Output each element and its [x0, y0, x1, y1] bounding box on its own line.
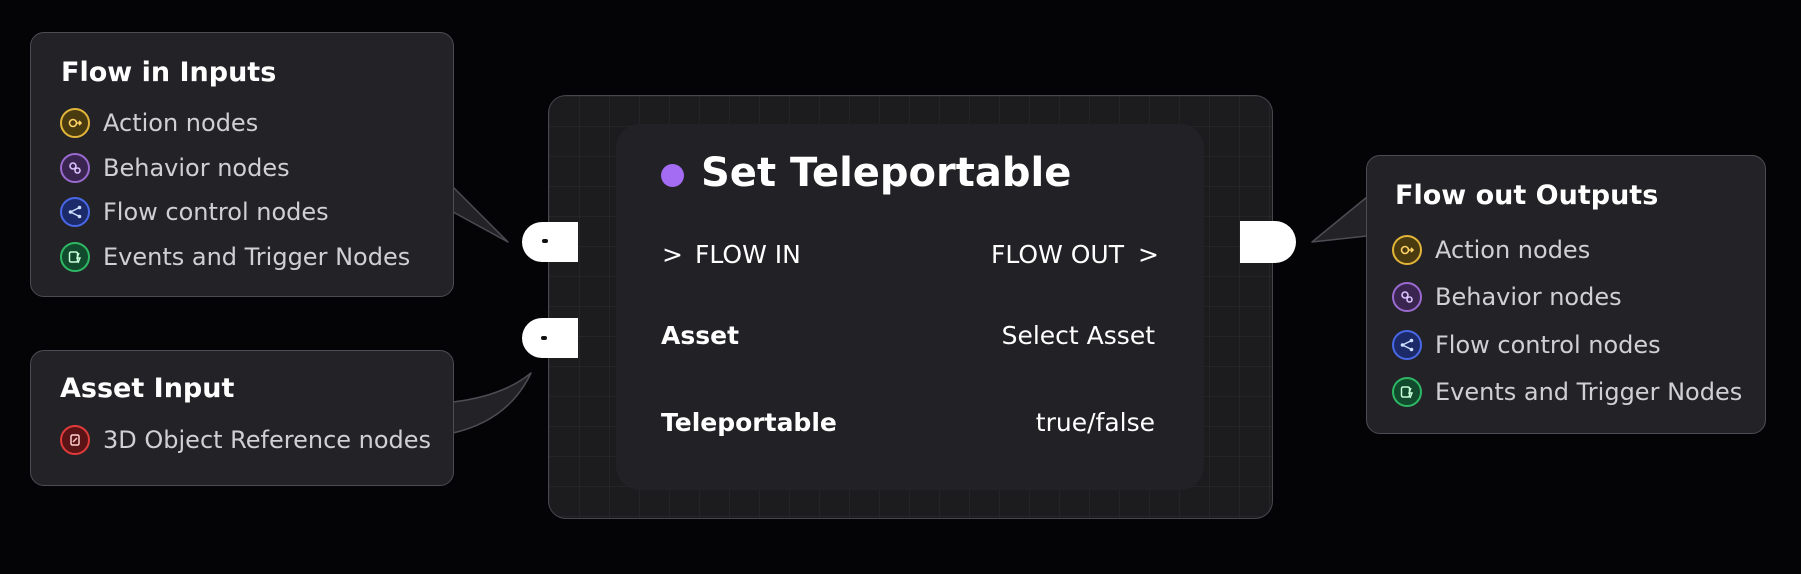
asset-input-port[interactable]	[522, 318, 578, 358]
teleportable-row-value[interactable]: true/false	[1035, 408, 1155, 437]
flow-in-inputs-callout: Flow in Inputs Action nodes Behavior nod…	[30, 32, 454, 297]
list-item: Flow control nodes	[1392, 321, 1742, 369]
events-trigger-icon	[60, 241, 90, 272]
list-item-label: Behavior nodes	[103, 153, 290, 182]
flow-in-port[interactable]	[522, 222, 578, 262]
port-connector-dot	[541, 336, 547, 340]
flow-in-pointer	[452, 186, 509, 243]
list-item-label: Behavior nodes	[1435, 283, 1622, 312]
asset-input-pointer	[452, 372, 532, 434]
flow-control-icon	[60, 197, 90, 228]
events-trigger-icon	[1392, 377, 1422, 408]
list-item-label: Flow control nodes	[1435, 330, 1661, 359]
flow-out-port[interactable]	[1240, 221, 1296, 263]
asset-input-callout: Asset Input 3D Object Reference nodes	[30, 350, 454, 486]
action-icon	[1392, 234, 1422, 265]
list-item: Events and Trigger Nodes	[60, 235, 410, 280]
flow-out-outputs-title: Flow out Outputs	[1395, 180, 1659, 211]
asset-input-list: 3D Object Reference nodes	[60, 418, 431, 463]
flow-control-icon	[1392, 329, 1422, 360]
node-title: Set Teleportable	[701, 150, 1072, 196]
asset-row-value[interactable]: Select Asset	[1001, 321, 1155, 350]
list-item-label: Flow control nodes	[103, 198, 329, 227]
behavior-icon	[1392, 282, 1422, 313]
node-status-dot	[661, 164, 684, 187]
asset-input-title: Asset Input	[60, 373, 235, 404]
flow-out-outputs-callout: Flow out Outputs Action nodes Behavior n…	[1366, 155, 1766, 434]
list-item: Behavior nodes	[60, 146, 410, 191]
list-item-label: Events and Trigger Nodes	[1435, 378, 1743, 407]
list-item-label: Action nodes	[103, 109, 259, 138]
list-item: Action nodes	[1392, 226, 1742, 274]
list-item: 3D Object Reference nodes	[60, 418, 431, 463]
list-item: Behavior nodes	[1392, 274, 1742, 322]
port-connector-dot	[542, 239, 548, 243]
list-item-label: Action nodes	[1435, 235, 1591, 264]
list-item: Flow control nodes	[60, 190, 410, 235]
object-reference-icon	[60, 425, 90, 456]
list-item-label: Events and Trigger Nodes	[103, 242, 411, 271]
asset-row-label: Asset	[661, 321, 740, 350]
node-card[interactable]	[616, 124, 1204, 490]
flow-out-outputs-list: Action nodes Behavior nodes Flow control…	[1392, 226, 1742, 416]
flow-out-arrow-icon: >	[1138, 240, 1159, 269]
flow-out-pointer	[1311, 196, 1368, 243]
behavior-icon	[60, 152, 90, 183]
teleportable-row-label: Teleportable	[661, 408, 837, 437]
flow-in-inputs-title: Flow in Inputs	[61, 57, 277, 88]
action-icon	[60, 108, 90, 139]
flow-in-arrow-icon: >	[662, 240, 683, 269]
list-item: Action nodes	[60, 101, 410, 146]
flow-in-label: FLOW IN	[695, 240, 801, 269]
flow-out-label: FLOW OUT	[990, 240, 1124, 269]
list-item: Events and Trigger Nodes	[1392, 369, 1742, 417]
flow-in-inputs-list: Action nodes Behavior nodes Flow control…	[60, 101, 410, 279]
list-item-label: 3D Object Reference nodes	[103, 426, 432, 455]
